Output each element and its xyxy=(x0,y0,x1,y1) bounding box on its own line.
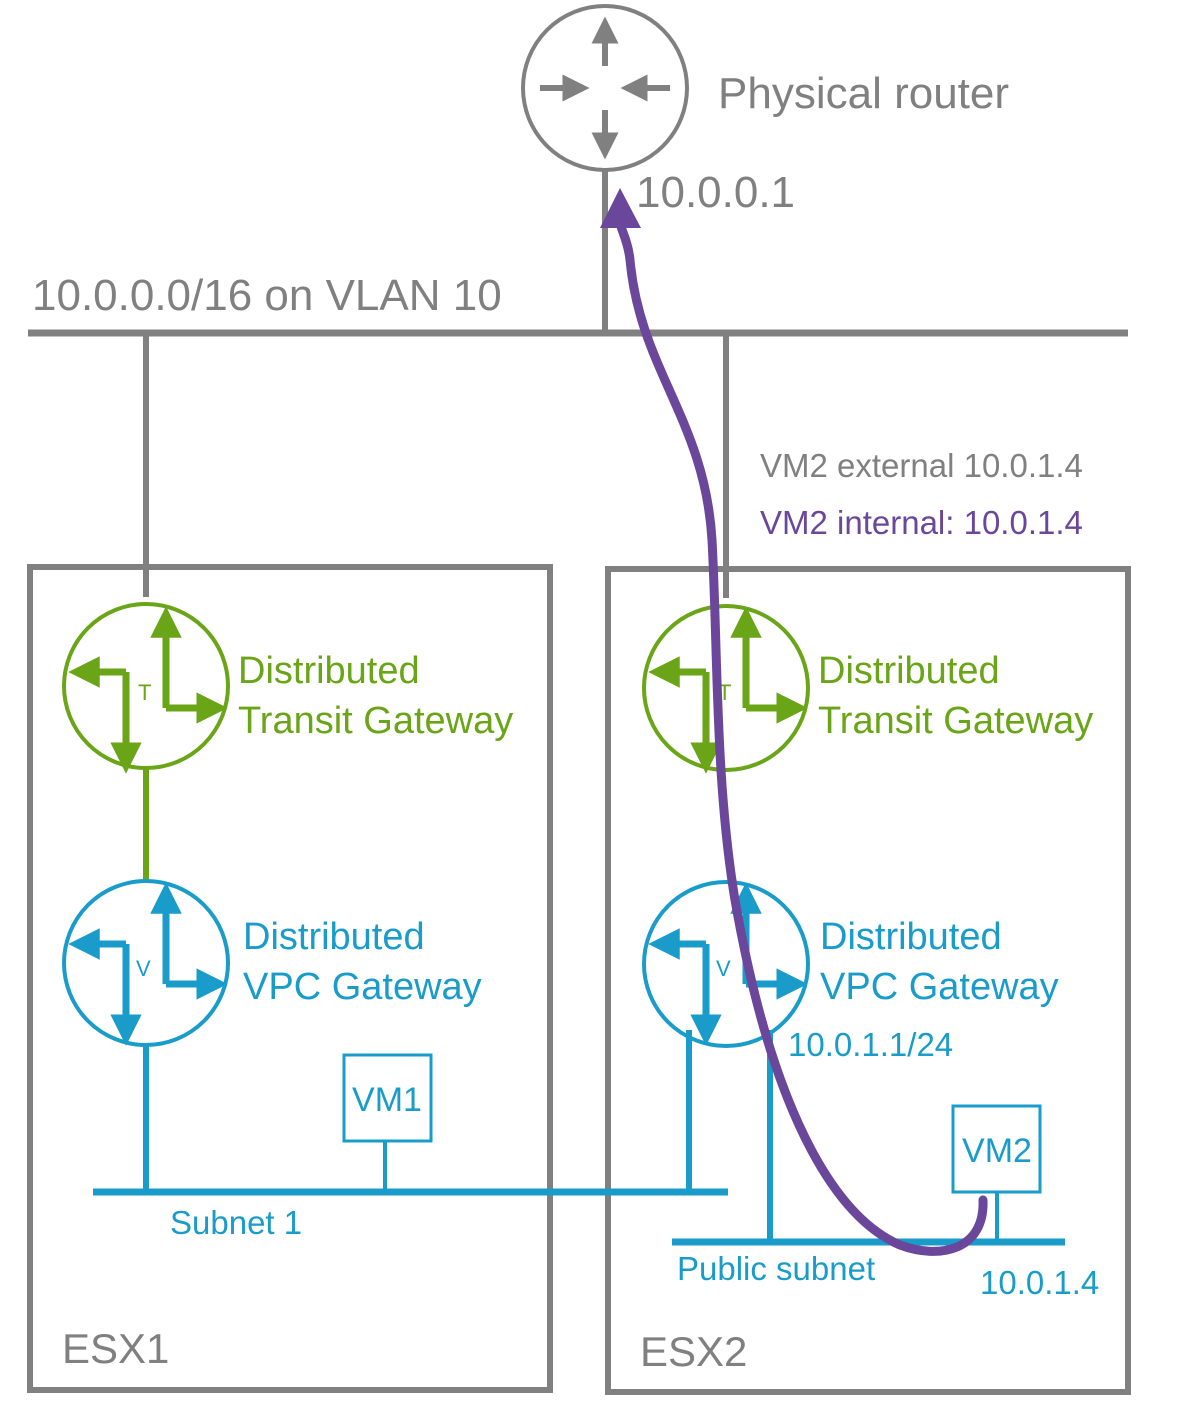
esx2-vpc-glyph: V xyxy=(716,956,731,981)
esx2-vpc-label-line1: Distributed xyxy=(820,916,1002,958)
esx2-vpc-ip: 10.0.1.1/24 xyxy=(788,1026,953,1063)
esx1-transit-gateway-icon: T xyxy=(62,602,230,774)
traffic-arrowhead xyxy=(600,188,641,228)
traffic-path xyxy=(600,188,988,1256)
subnet1-label: Subnet 1 xyxy=(170,1204,302,1241)
esx1-vpc-gateway-icon: V xyxy=(62,879,230,1047)
router-icon xyxy=(521,4,689,172)
esx1-vpc-label-line2: VPC Gateway xyxy=(243,966,482,1008)
vm2-ip: 10.0.1.4 xyxy=(980,1264,1099,1301)
router-ip: 10.0.0.1 xyxy=(636,168,795,217)
esx1-host-box xyxy=(27,564,553,1393)
esx2-host-box xyxy=(605,566,1131,1395)
esx2-vpc-label-line2: VPC Gateway xyxy=(820,966,1059,1008)
router-label: Physical router xyxy=(718,69,1009,118)
vm2-box xyxy=(951,1104,1042,1194)
esx1-transit-glyph: T xyxy=(138,680,151,705)
vm1-box xyxy=(342,1053,433,1143)
public-subnet-label: Public subnet xyxy=(677,1250,875,1287)
esx1-vpc-label-line1: Distributed xyxy=(243,916,425,958)
esx2-transit-label-line1: Distributed xyxy=(818,650,1000,692)
esx2-transit-label-line2: Transit Gateway xyxy=(818,700,1093,742)
esx1-label: ESX1 xyxy=(62,1325,169,1372)
esx1-transit-label-line1: Distributed xyxy=(238,650,420,692)
esx2-label: ESX2 xyxy=(640,1328,747,1375)
esx2-vpc-gateway-icon: V xyxy=(642,880,810,1048)
vm1-label: VM1 xyxy=(352,1081,422,1119)
esx1-transit-label-line2: Transit Gateway xyxy=(238,700,513,742)
vm2-label: VM2 xyxy=(962,1132,1032,1170)
esx2-transit-gateway-icon: T xyxy=(642,604,810,774)
vlan-label: 10.0.0.0/16 on VLAN 10 xyxy=(32,271,502,320)
esx1-vpc-glyph: V xyxy=(136,956,151,981)
vm2-external-label: VM2 external 10.0.1.4 xyxy=(760,447,1083,484)
vm2-internal-label: VM2 internal: 10.0.1.4 xyxy=(760,504,1083,541)
